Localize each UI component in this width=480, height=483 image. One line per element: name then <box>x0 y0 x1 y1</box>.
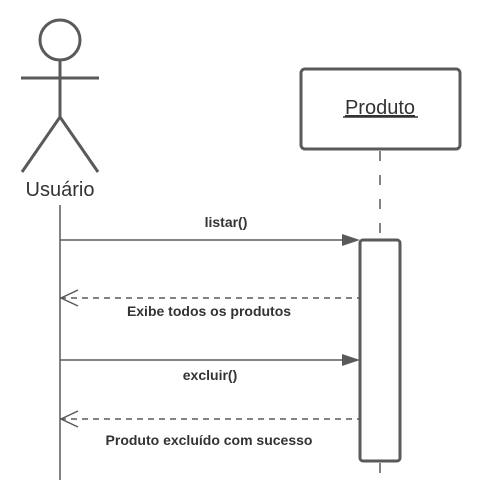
actor-figure <box>20 18 100 173</box>
arrowhead-filled-icon <box>342 234 360 246</box>
arrowhead-open-icon <box>59 289 79 307</box>
message-label: listar() <box>205 214 248 230</box>
arrowhead-filled-icon <box>342 354 360 366</box>
message-label: excluir() <box>183 367 237 383</box>
message-listar: listar() <box>60 214 360 246</box>
actor-right-leg <box>58 116 100 173</box>
object-box <box>299 67 462 151</box>
actor-head <box>38 18 82 62</box>
activation-bar <box>358 238 402 463</box>
message-exibe-produtos: Exibe todos os produtos <box>59 289 360 319</box>
actor-name: Usuário <box>26 179 95 201</box>
message-label: Exibe todos os produtos <box>127 303 291 319</box>
object-name: Produto <box>345 97 415 119</box>
message-produto-excluido: Produto excluído com sucesso <box>59 410 360 448</box>
actor-left-leg <box>20 116 62 173</box>
message-excluir: excluir() <box>60 354 360 383</box>
arrowhead-open-icon <box>59 410 79 428</box>
message-label: Produto excluído com sucesso <box>106 432 313 448</box>
